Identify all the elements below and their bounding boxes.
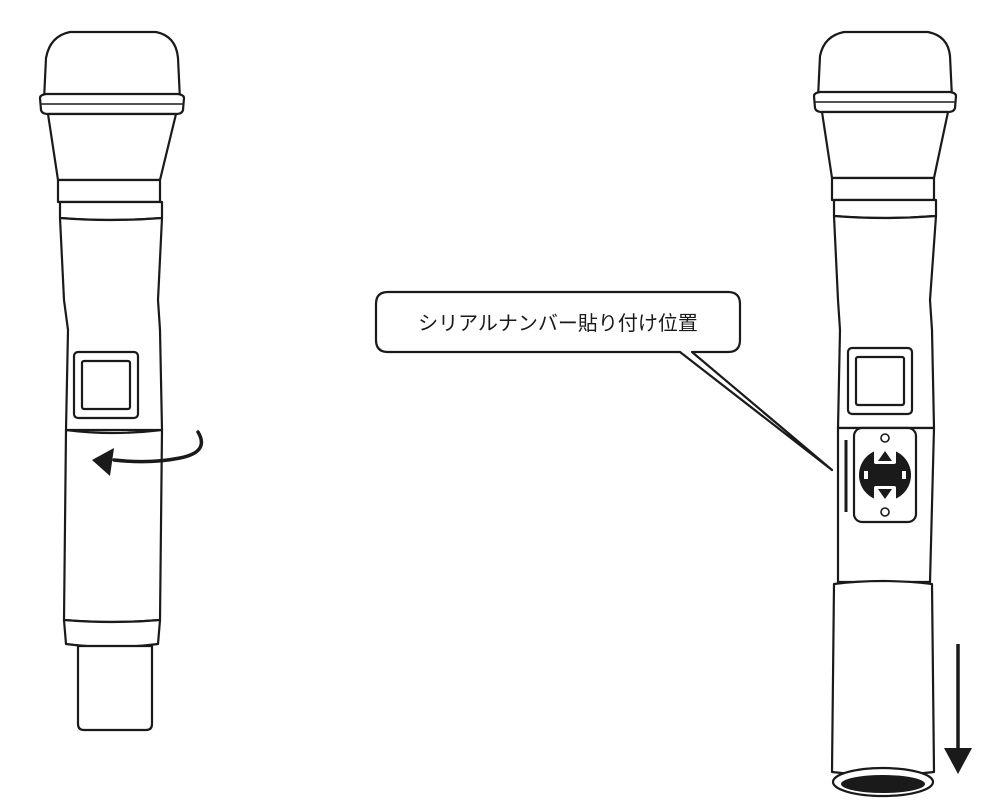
neck [820, 110, 950, 180]
up-arrow-icon [874, 448, 896, 464]
lower-sleeve [830, 579, 936, 777]
bottom-ring [62, 618, 162, 649]
down-arrow-icon [874, 486, 896, 502]
callout: シリアルナンバー貼り付け位置 [374, 290, 834, 472]
collar [56, 178, 162, 204]
collar [830, 176, 936, 202]
rotate-arrow-icon [92, 430, 204, 476]
callout-bubble [374, 290, 834, 472]
microphone-closed [38, 30, 204, 732]
neck [46, 112, 178, 182]
display-screen [80, 359, 132, 411]
pull-down-arrow-icon [944, 644, 972, 774]
grille-head [42, 30, 182, 102]
control-dial [859, 449, 911, 501]
display-screen [854, 355, 906, 407]
callout-label: シリアルナンバー貼り付け位置 [418, 311, 698, 335]
grille-head [816, 30, 954, 100]
microphone-open [812, 30, 972, 798]
antenna-cap [76, 644, 154, 732]
